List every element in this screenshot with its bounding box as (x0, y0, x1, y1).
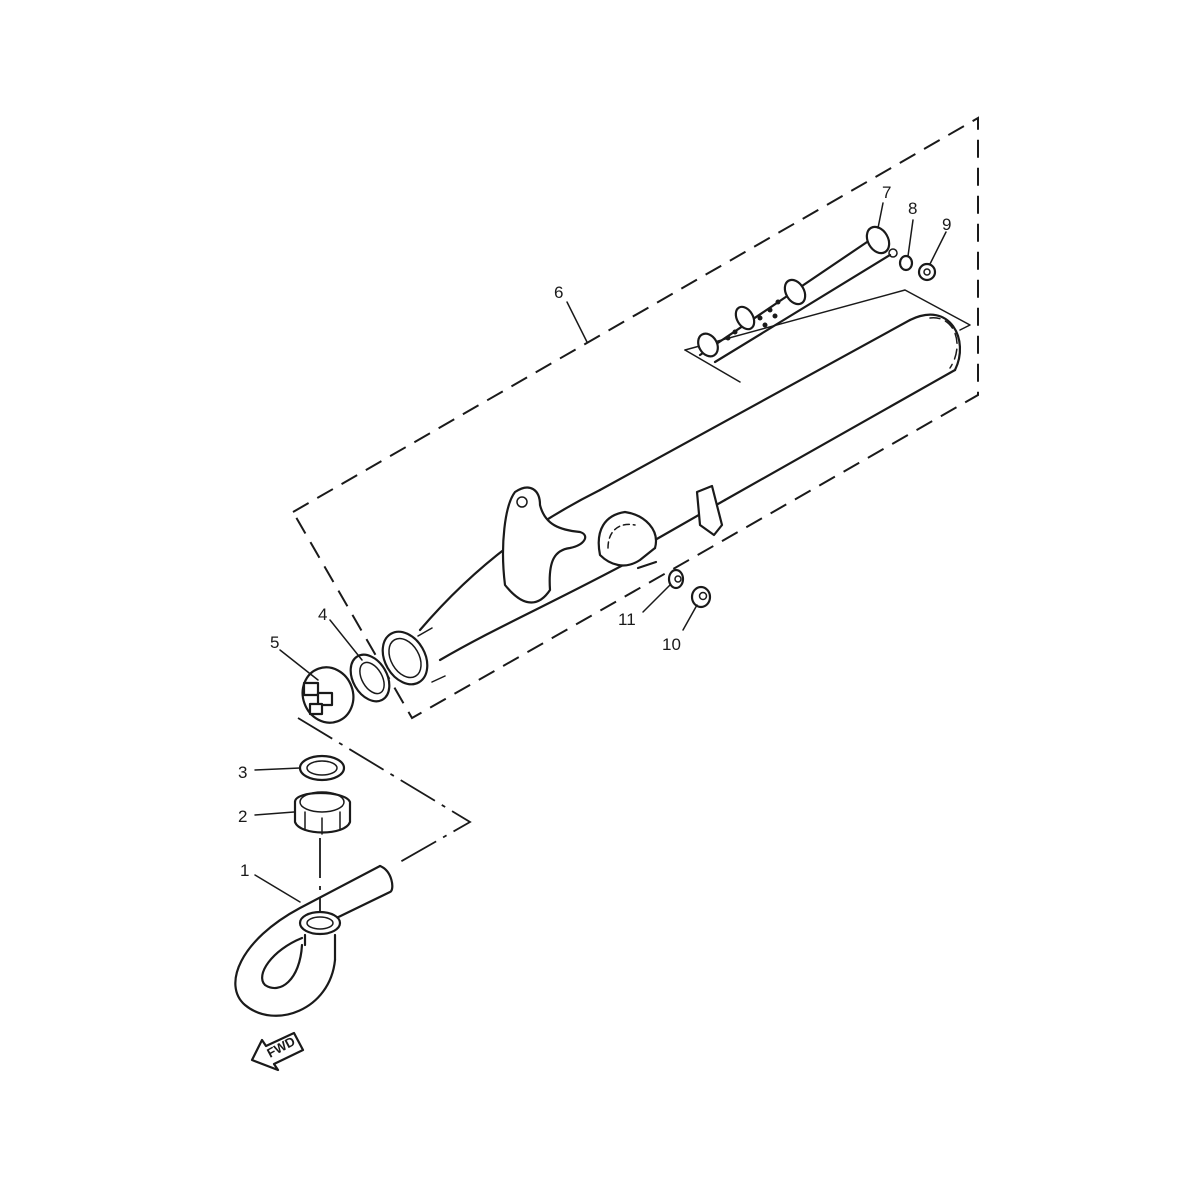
callout-9: 9 (942, 215, 951, 234)
callouts: 1 2 3 4 5 6 7 8 9 10 11 (238, 183, 951, 880)
gasket-3 (298, 754, 346, 782)
leader-lines (254, 202, 947, 903)
assembly-guide-lines (297, 717, 472, 918)
callout-5: 5 (270, 633, 279, 652)
washer-11 (667, 568, 685, 590)
callout-1: 1 (240, 861, 249, 880)
exhaust-pipe-1 (234, 864, 394, 1017)
baffle-insert (684, 225, 971, 383)
nut-10 (690, 585, 712, 609)
callout-6: 6 (554, 283, 563, 302)
gasket-ring-4 (349, 653, 391, 703)
callout-8: 8 (908, 199, 917, 218)
muffler-body (381, 313, 962, 686)
callout-7: 7 (882, 183, 891, 202)
ring-nut-2 (293, 791, 352, 835)
nut-9 (917, 262, 937, 282)
forward-arrow-icon: FWD (250, 1031, 305, 1072)
callout-4: 4 (318, 605, 327, 624)
callout-3: 3 (238, 763, 247, 782)
callout-11: 11 (618, 610, 636, 629)
castle-nut-5 (301, 666, 355, 724)
assembly-boundary-6 (292, 116, 979, 720)
lock-washer-8 (898, 254, 914, 272)
callout-2: 2 (238, 807, 247, 826)
callout-10: 10 (662, 635, 681, 654)
